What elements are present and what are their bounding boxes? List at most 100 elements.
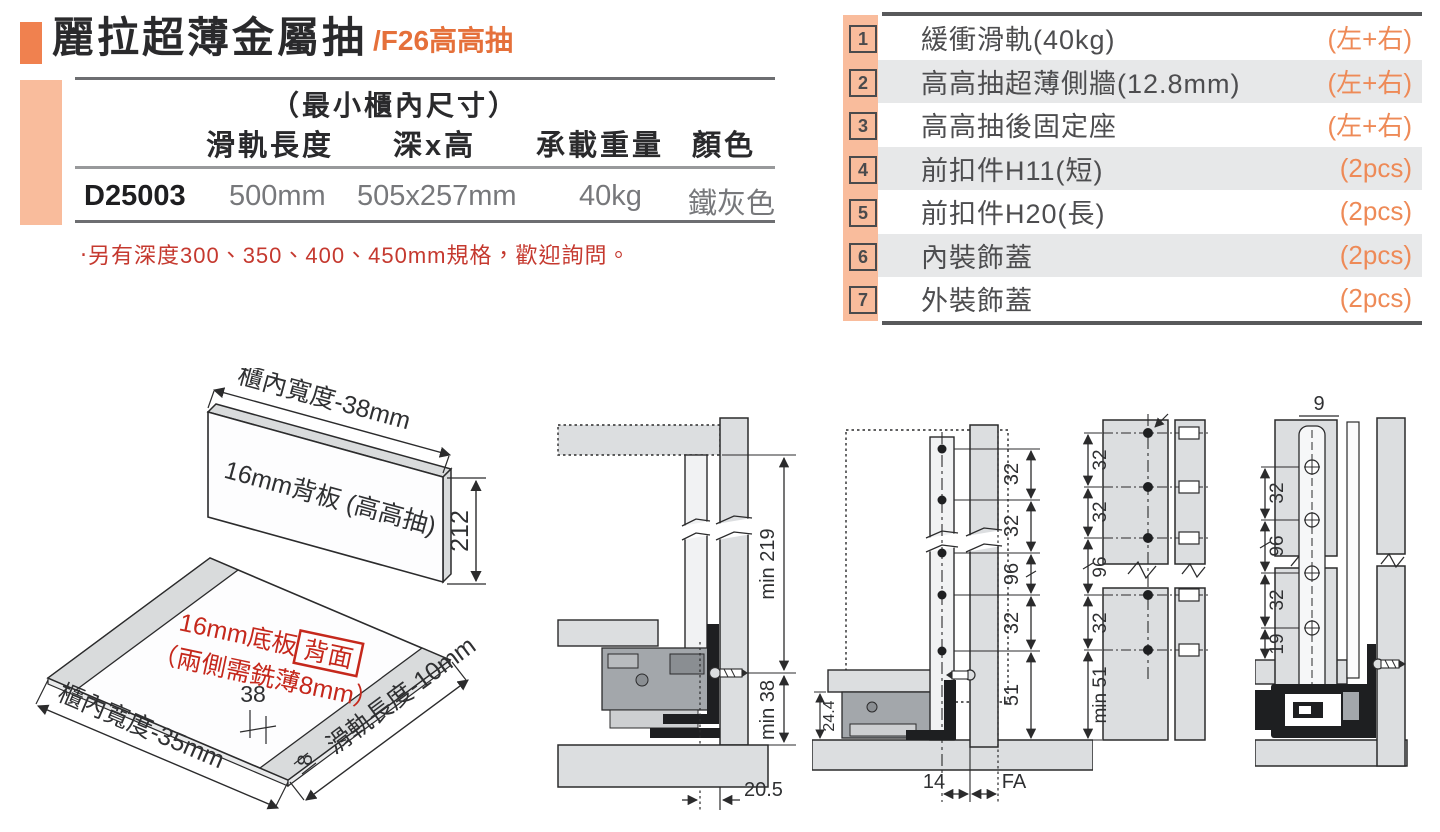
part-number-badge: 5	[849, 199, 877, 227]
side-wall-edge	[1346, 421, 1360, 679]
title-accent-bar	[20, 22, 42, 64]
part-qty: (左+右)	[1327, 24, 1412, 55]
back-face-badge-box	[292, 629, 365, 678]
drawer-outline-dotted	[845, 429, 1009, 703]
dim-32: 32	[1090, 612, 1111, 633]
dim-32: 32	[1090, 501, 1111, 522]
dim-9: 9	[1313, 393, 1324, 415]
dim-32: 32	[1001, 463, 1023, 485]
iso-height-dim: 212	[446, 477, 486, 585]
drawer-back-panel	[684, 454, 708, 678]
dim-20-5: 20.5	[744, 779, 783, 801]
slide-rail-profile	[1255, 644, 1376, 738]
milled-rail-left	[46, 557, 240, 691]
part-number-badge: 4	[849, 156, 877, 184]
dim-24-4: 24.4	[814, 691, 838, 741]
dim-min-51: min 51	[1090, 666, 1111, 723]
part-number-badge: 3	[849, 112, 877, 140]
cell-load: 40kg	[579, 180, 642, 212]
dims: min 219 min 38 20.5	[682, 454, 796, 806]
spec-caption: （最小櫃內尺寸）	[270, 90, 519, 121]
dim-96: 96	[1090, 556, 1111, 577]
top-panel-dotted	[557, 424, 721, 456]
break-mark	[1127, 560, 1157, 580]
dim-96: 96	[1267, 535, 1288, 556]
svg-text:8: 8	[294, 754, 317, 766]
dims: 9 32 96 32 19	[1259, 393, 1339, 661]
dim-19: 19	[1267, 633, 1288, 654]
cell-model: D25003	[84, 180, 186, 212]
floor-panel	[812, 739, 1093, 771]
col-load: 承載重量	[536, 130, 665, 162]
side-wall-upper	[1102, 419, 1169, 565]
part-row-7: 外裝飾蓋 (2pcs)	[878, 277, 1422, 321]
part-name: 內裝飾蓋	[921, 242, 1033, 273]
part-name: 前扣件H11(短)	[921, 155, 1104, 186]
part-number-badge: 6	[849, 243, 877, 271]
section-drawing-4: 9 32 96 32 19	[1255, 393, 1408, 767]
front-fastener-bracket	[1298, 425, 1326, 715]
iso-diagram: 16mm背板 (高高抽) 櫃內寬度-38mm 212 16mm底板 背面 （兩側…	[35, 368, 486, 810]
dim-fa: FA	[1002, 771, 1027, 793]
drawer-bottom-panel	[827, 669, 935, 693]
back-panel: 16mm背板 (高高抽)	[206, 403, 453, 584]
side-wall-lower	[1102, 587, 1169, 741]
screw-icon	[946, 669, 976, 681]
part-row-3: 高高抽後固定座 (左+右)	[878, 103, 1422, 147]
part-name: 高高抽後固定座	[921, 112, 1117, 143]
slots	[1178, 426, 1200, 657]
screw-icon	[1372, 658, 1406, 670]
dims-right: 32 32 96 32 51	[954, 448, 1040, 741]
part-row-1: 緩衝滑軌(40kg) (左+右)	[878, 16, 1422, 60]
dims-bottom: 14 FA	[923, 747, 1027, 802]
part-qty: (2pcs)	[1339, 152, 1412, 183]
iso-height-label: 212	[446, 510, 474, 552]
section-drawing-2: 32 32 96 32 51 24.4 14 FA	[812, 424, 1093, 802]
part-name: 高高抽超薄側牆(12.8mm)	[921, 68, 1241, 99]
spec-rule-bottom	[75, 220, 775, 223]
part-qty: (2pcs)	[1339, 196, 1412, 227]
spec-note: ‧另有深度300、350、400、450mm規格，歡迎詢問。	[80, 243, 631, 268]
part-number-badge: 7	[849, 286, 877, 314]
part-row-4: 前扣件H11(短) (2pcs)	[878, 146, 1422, 190]
floor-panel	[557, 744, 769, 788]
parts-rule-top	[882, 12, 1422, 16]
part-row-2: 高高抽超薄側牆(12.8mm) (左+右)	[878, 59, 1422, 103]
break-mark	[1181, 562, 1206, 579]
slide-mechanism	[601, 624, 720, 738]
break-mark	[1380, 552, 1405, 569]
rear-bracket-profile	[663, 624, 719, 724]
parts-rows: 緩衝滑軌(40kg) (左+右) 高高抽超薄側牆(12.8mm) (左+右) 高…	[878, 16, 1422, 321]
cabinet-side-panel	[969, 424, 999, 748]
part-name: 緩衝滑軌(40kg)	[921, 25, 1116, 56]
section-drawing-3: 32 32 96 32 min 51	[1082, 413, 1210, 741]
dim-32: 32	[1090, 449, 1111, 470]
section-drawing-1: min 219 min 38 20.5	[557, 417, 796, 810]
part-qty: (左+右)	[1327, 111, 1412, 142]
part-row-5: 前扣件H20(長) (2pcs)	[878, 190, 1422, 234]
dim-32: 32	[1267, 589, 1288, 610]
rail-strip-lower	[1174, 587, 1206, 741]
svg-text:24.4: 24.4	[821, 700, 838, 731]
col-rail-length: 滑軌長度	[206, 130, 335, 162]
dims-left: 32 32 96 32 min 51	[1082, 432, 1111, 741]
drawer-bottom-panel	[557, 619, 659, 647]
parts-table: 緩衝滑軌(40kg) (左+右) 高高抽超薄側牆(12.8mm) (左+右) 高…	[840, 12, 1422, 328]
screw-icon	[708, 666, 748, 680]
hole-pointer-arrow	[1154, 413, 1169, 428]
spec-table-accent-strip	[20, 80, 62, 225]
cell-rail-length: 500mm	[229, 180, 326, 212]
parts-rule-bottom	[882, 321, 1422, 325]
dim-51: 51	[1001, 684, 1023, 706]
spec-rule-mid	[75, 166, 775, 169]
dim-96: 96	[1001, 563, 1023, 585]
col-color: 顏色	[692, 130, 757, 162]
svg-text:38: 38	[240, 681, 266, 707]
header: 麗拉超薄金屬抽 /F26高高抽	[52, 14, 513, 62]
spec-rule-top	[75, 77, 775, 80]
cell-depth-height: 505x257mm	[357, 180, 517, 212]
cabinet-side-upper	[1376, 417, 1406, 555]
part-number-badge: 2	[849, 69, 877, 97]
page-subtitle: /F26高高抽	[373, 25, 514, 57]
